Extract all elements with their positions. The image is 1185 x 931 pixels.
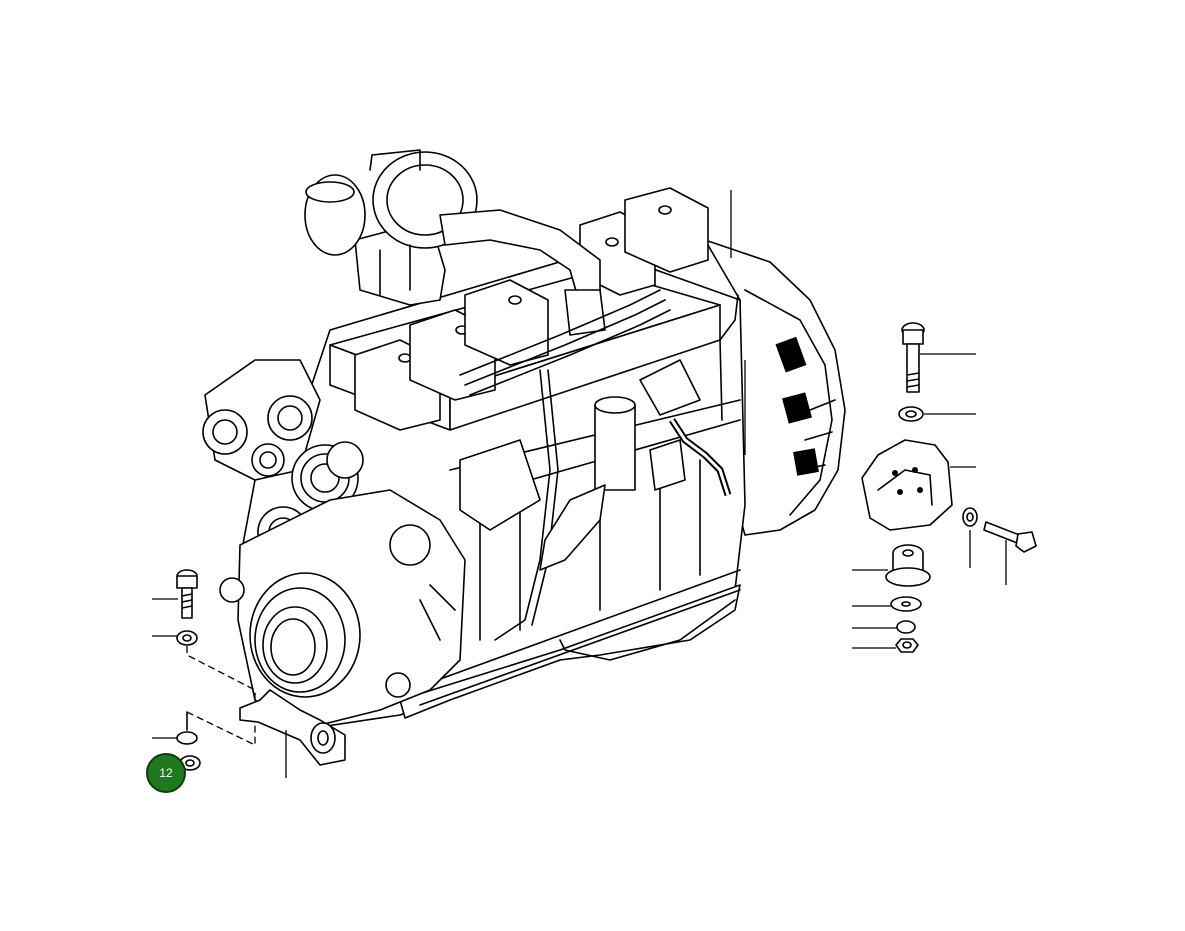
rocker-covers [354,187,709,431]
callout-badge[interactable]: 12 [146,753,186,793]
front-accessories [202,359,466,731]
front-mount-parts [152,569,346,778]
fuel-system [459,289,746,641]
turbocharger [304,149,606,336]
rear-mount-parts [852,322,1037,653]
